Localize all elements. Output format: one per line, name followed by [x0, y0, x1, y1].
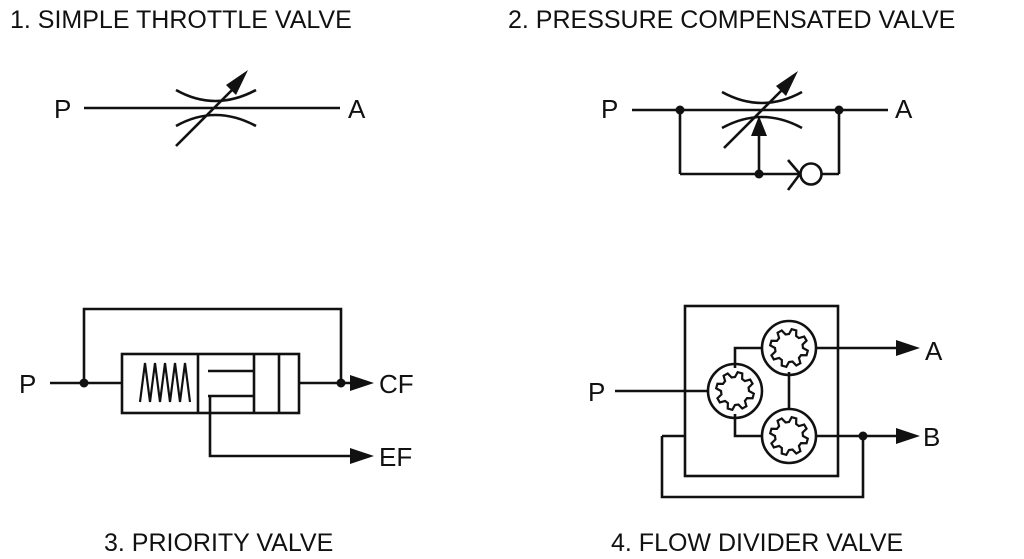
compensated-port-a-label: A: [895, 94, 913, 124]
flow-divider-gear-bottom-rim: [760, 407, 818, 465]
throttle-valve-symbol: 1. SIMPLE THROTTLE VALVE P A: [10, 6, 366, 147]
compensated-pilot-arrow-head: [751, 116, 767, 136]
priority-spring-icon: [138, 362, 192, 403]
compensated-port-p-label: P: [601, 94, 618, 124]
priority-port-ef-label: EF: [379, 442, 412, 472]
flow-divider-outlet-a-arrow-head: [896, 340, 920, 356]
flow-divider-gear-bottom-icon: [760, 407, 818, 465]
flow-divider-outlet-b-arrow-head: [896, 428, 920, 444]
throttle-valve-title: 1. SIMPLE THROTTLE VALVE: [10, 6, 352, 34]
compensated-check-valve-ball: [799, 162, 823, 186]
priority-ef-outlet-line: [208, 396, 350, 458]
flow-divider-gear-left-teeth: [714, 370, 756, 412]
throttle-adjust-arrow-head: [226, 70, 248, 95]
flow-divider-gear-top-rim: [760, 319, 818, 377]
throttle-adjust-arrow-shaft: [175, 85, 237, 147]
flow-divider-valve-symbol: 4. FLOW DIVIDER VALVE P A B: [588, 304, 943, 557]
priority-cf-junction: [336, 378, 346, 388]
flow-divider-feed-lower: [733, 414, 761, 438]
throttle-port-p-label: P: [54, 94, 71, 124]
priority-pilot-loop: [82, 307, 343, 383]
priority-port-cf-label: CF: [379, 369, 414, 399]
throttle-restriction-lower-arc: [175, 113, 257, 128]
compensated-check-seat-upper: [787, 159, 801, 175]
flow-divider-gear-bottom-teeth: [768, 415, 810, 457]
compensated-check-seat-lower: [786, 173, 802, 191]
throttle-restriction-upper-arc: [175, 88, 257, 103]
flow-divider-gear-top-icon: [760, 319, 818, 377]
flow-divider-gear-left-rim: [706, 362, 764, 420]
flow-divider-port-b-label: B: [923, 422, 940, 452]
flow-divider-port-a-label: A: [925, 336, 943, 366]
throttle-port-a-label: A: [348, 94, 366, 124]
flow-divider-valve-title: 4. FLOW DIVIDER VALVE: [611, 529, 903, 557]
compensated-adjust-arrow-shaft: [723, 85, 787, 149]
priority-valve-title: 3. PRIORITY VALVE: [104, 529, 333, 557]
flow-divider-return-loop: [660, 436, 865, 499]
compensated-restriction-lower-arc: [721, 115, 803, 130]
priority-ef-arrow-head: [350, 448, 374, 464]
priority-cf-arrow-head: [350, 375, 374, 391]
flow-divider-feed-upper: [733, 346, 761, 368]
compensated-restriction-upper-arc: [721, 90, 803, 105]
flow-divider-outlet-b-junction: [858, 431, 868, 441]
flow-divider-gear-top-teeth: [768, 327, 810, 369]
flow-divider-gear-left-icon: [706, 362, 764, 420]
priority-port-p-label: P: [19, 369, 36, 399]
compensated-adjust-arrow-head: [776, 71, 798, 96]
priority-valve-symbol: 3. PRIORITY VALVE P CF EF: [19, 307, 414, 557]
flow-divider-port-p-label: P: [588, 377, 605, 407]
pressure-compensated-valve-title: 2. PRESSURE COMPENSATED VALVE: [508, 6, 955, 34]
pressure-compensated-valve-symbol: 2. PRESSURE COMPENSATED VALVE P A: [508, 6, 955, 191]
